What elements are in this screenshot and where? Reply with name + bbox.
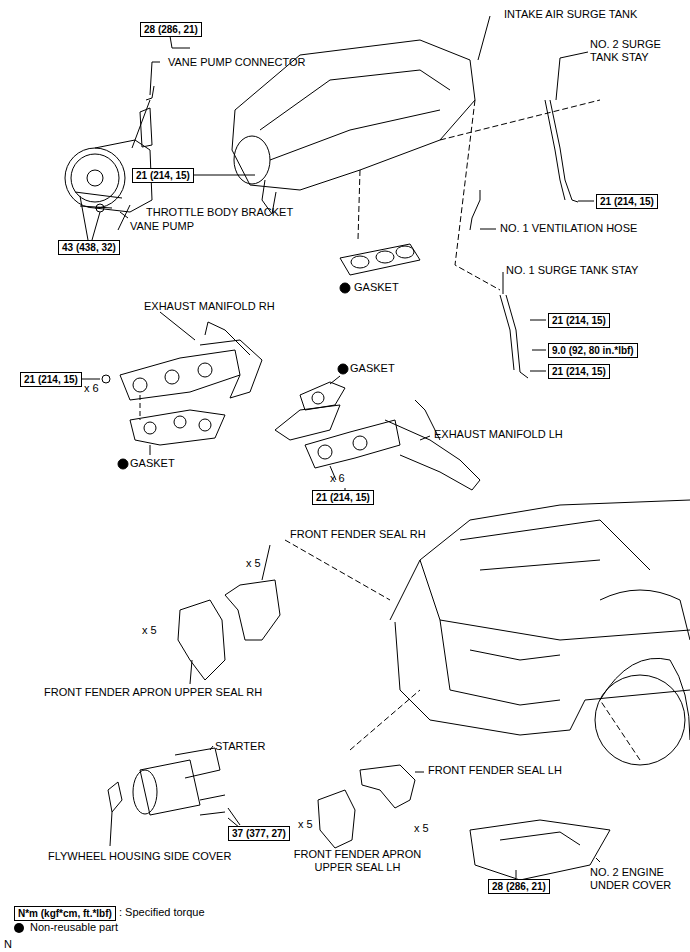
leader-line: [455, 100, 500, 290]
surge-tank-drawing: [232, 40, 480, 230]
torque-value: 21 (214, 15): [316, 492, 370, 503]
part-label: GASKET: [350, 362, 395, 375]
torque-box: 28 (286, 21): [140, 22, 202, 37]
part-label: x 6: [84, 382, 99, 395]
part-label: THROTTLE BODY BRACKET: [146, 206, 293, 219]
leader-line: [192, 175, 255, 176]
torque-box: 21 (214, 15): [312, 490, 374, 505]
part-label: VANE PUMP: [130, 220, 194, 233]
leader-line: [170, 36, 190, 48]
fender-seal-rh-drawing: [178, 580, 280, 680]
part-label: NO. 1 VENTILATION HOSE: [500, 222, 637, 235]
leader-line: [160, 312, 195, 340]
torque-value: 21 (214, 15): [552, 366, 606, 377]
leader-line: [80, 379, 100, 380]
leader-line: [150, 62, 160, 95]
part-label: INTAKE AIR SURGE TANK: [504, 8, 637, 21]
leader-line: [440, 100, 600, 140]
part-label: x 6: [330, 472, 345, 485]
starter-drawing: [108, 748, 225, 815]
leader-line: [110, 746, 240, 846]
part-label: x 5: [246, 557, 261, 570]
fender-seal-lh-drawing: [318, 765, 415, 848]
gasket-drawing: [130, 410, 225, 445]
part-label: x 5: [414, 822, 429, 835]
part-label: NO. 1 SURGE TANK STAY: [506, 264, 638, 277]
torque-value: 21 (214, 15): [24, 374, 78, 385]
leader-line: [556, 52, 594, 201]
part-label: FRONT FENDER APRON UPPER SEAL LH: [290, 848, 425, 874]
leader-line: [478, 16, 490, 60]
part-label: FRONT FENDER APRON UPPER SEAL RH: [44, 686, 262, 699]
part-label: FRONT FENDER SEAL RH: [290, 528, 426, 541]
nut-drawing: [102, 375, 110, 383]
torque-value: 37 (377, 27): [232, 828, 286, 839]
gasket-drawing: [340, 244, 420, 275]
torque-value: 28 (286, 21): [144, 24, 198, 35]
torque-value: 21 (214, 15): [136, 170, 190, 181]
leader-line: [350, 690, 640, 760]
leader-line: [330, 436, 430, 490]
legend-text: Non-reusable part: [30, 921, 118, 934]
torque-box: 21 (214, 15): [132, 168, 194, 183]
leader-line: [330, 376, 340, 384]
part-label: GASKET: [354, 281, 399, 294]
part-label: EXHAUST MANIFOLD RH: [144, 300, 275, 313]
torque-box: N*m (kgf*cm, ft.*lbf): [14, 906, 116, 921]
part-label: x 5: [142, 624, 157, 637]
non-reusable-mark: [340, 283, 350, 293]
torque-value: 21 (214, 15): [600, 196, 654, 207]
torque-box: 21 (214, 15): [548, 364, 610, 379]
vane-pump-drawing: [65, 86, 154, 230]
part-label: VANE PUMP CONNECTOR: [168, 56, 306, 69]
gasket-drawing: [275, 382, 345, 440]
under-cover-drawing: [470, 820, 610, 880]
stay-drawing: [500, 295, 528, 378]
part-label: STARTER: [215, 740, 265, 753]
torque-box: 21 (214, 15): [548, 313, 610, 328]
leader-line: [80, 196, 128, 240]
part-label: GASKET: [130, 457, 175, 470]
torque-box: 21 (214, 15): [20, 372, 82, 387]
torque-value: N*m (kgf*cm, ft.*lbf): [18, 908, 112, 919]
legend-mark: [14, 923, 24, 933]
torque-value: 28 (286, 21): [492, 881, 546, 892]
leader-line: [516, 858, 600, 878]
non-reusable-mark: [118, 459, 128, 469]
leader-line: [480, 229, 496, 230]
leader-line: [262, 545, 270, 580]
leader-line: [503, 272, 546, 371]
part-label: EXHAUST MANIFOLD LH: [434, 428, 563, 441]
part-label: : Specified torque: [119, 906, 205, 919]
leader-line: [150, 445, 151, 455]
torque-box: 21 (214, 15): [596, 194, 658, 209]
torque-box: 28 (286, 21): [488, 879, 550, 894]
part-label: FRONT FENDER SEAL LH: [428, 764, 562, 777]
leader-line: [285, 540, 390, 600]
leader-line: [190, 660, 192, 684]
exhaust-manifold-rh-drawing: [120, 322, 262, 400]
non-reusable-mark: [338, 364, 348, 374]
leader-line: [358, 170, 360, 240]
part-label: FLYWHEEL HOUSING SIDE COVER: [48, 850, 231, 863]
torque-value: 43 (438, 32): [62, 242, 116, 253]
torque-box: 9.0 (92, 80 in.*lbf): [548, 343, 638, 358]
torque-value: 21 (214, 15): [552, 315, 606, 326]
torque-box: 43 (438, 32): [58, 240, 120, 255]
leader-line: [140, 395, 141, 420]
part-label: x 5: [298, 818, 313, 831]
part-label: NO. 2 SURGE TANK STAY: [590, 38, 670, 64]
part-label: NO. 2 ENGINE UNDER COVER: [590, 866, 680, 892]
torque-box: 37 (377, 27): [228, 826, 290, 841]
leader-line: [415, 772, 424, 773]
stay-drawing: [545, 100, 578, 202]
torque-value: 9.0 (92, 80 in.*lbf): [552, 345, 634, 356]
exhaust-manifold-lh-drawing: [305, 400, 480, 490]
vehicle-drawing: [390, 500, 690, 765]
part-label: N: [4, 938, 12, 951]
